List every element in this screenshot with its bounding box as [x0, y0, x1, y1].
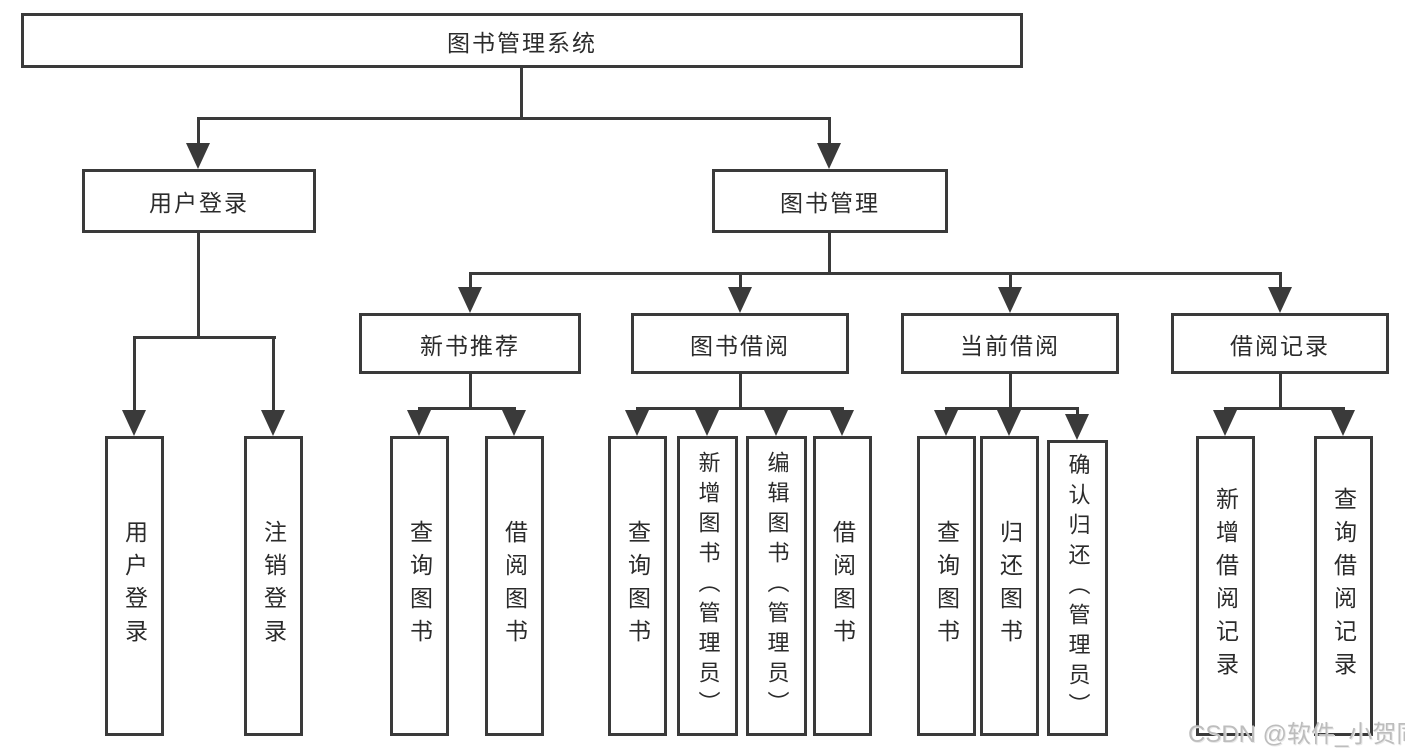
arrow-down-icon	[997, 410, 1021, 436]
leaf-query-borrow-record: 查询借阅记录	[1314, 436, 1373, 736]
leaf-query-books: 查询图书	[917, 436, 976, 736]
leaf-return-books: 归还图书	[980, 436, 1039, 736]
arrow-down-icon	[830, 410, 854, 436]
connector-line	[828, 117, 831, 147]
connector-line	[1076, 407, 1079, 414]
arrow-down-icon	[764, 410, 788, 436]
connector-line	[636, 407, 844, 410]
arrow-down-icon	[1065, 414, 1089, 440]
leaf-label: 查询图书	[933, 520, 960, 652]
arrow-down-icon	[817, 143, 841, 169]
connector-line	[133, 336, 276, 339]
connector-line	[739, 272, 742, 289]
arrow-down-icon	[458, 287, 482, 313]
leaf-label: 确认归还（管理员）	[1065, 453, 1091, 723]
connector-line	[133, 336, 136, 412]
leaf-label: 查询图书	[406, 520, 433, 652]
node-label: 用户登录	[149, 190, 249, 216]
arrow-down-icon	[407, 410, 431, 436]
leaf-logout: 注销登录	[244, 436, 303, 736]
arrow-down-icon	[934, 410, 958, 436]
leaf-user-login: 用户登录	[105, 436, 164, 736]
node-current-borrowing: 当前借阅	[901, 313, 1119, 374]
leaf-query-books: 查询图书	[608, 436, 667, 736]
leaf-confirm-return-admin: 确认归还（管理员）	[1047, 440, 1108, 736]
node-borrowing-records: 借阅记录	[1171, 313, 1389, 374]
root-node: 图书管理系统	[21, 13, 1023, 68]
connector-line	[828, 233, 831, 274]
leaf-add-borrow-record: 新增借阅记录	[1196, 436, 1255, 736]
arrow-down-icon	[186, 143, 210, 169]
arrow-down-icon	[261, 410, 285, 436]
connector-line	[197, 117, 200, 147]
arrow-down-icon	[1213, 410, 1237, 436]
leaf-borrow-books: 借阅图书	[485, 436, 544, 736]
node-new-book-recommendation: 新书推荐	[359, 313, 581, 374]
leaf-label: 编辑图书（管理员）	[764, 451, 790, 721]
connector-line	[739, 374, 742, 408]
node-label: 借阅记录	[1230, 332, 1330, 359]
node-book-borrowing: 图书借阅	[631, 313, 849, 374]
connector-line	[469, 272, 1282, 275]
leaf-label: 注销登录	[260, 520, 287, 652]
leaf-query-books: 查询图书	[390, 436, 449, 736]
leaf-add-book-admin: 新增图书（管理员）	[677, 436, 738, 736]
leaf-label: 新增图书（管理员）	[695, 451, 721, 721]
arrow-down-icon	[502, 410, 526, 436]
arrow-down-icon	[625, 410, 649, 436]
connector-line	[469, 374, 472, 408]
node-label: 图书管理	[780, 190, 880, 216]
node-user-login: 用户登录	[82, 169, 316, 233]
arrow-down-icon	[122, 410, 146, 436]
leaf-label: 归还图书	[996, 520, 1023, 652]
leaf-label: 借阅图书	[829, 520, 856, 652]
leaf-edit-book-admin: 编辑图书（管理员）	[746, 436, 807, 736]
arrow-down-icon	[1268, 287, 1292, 313]
connector-line	[272, 336, 275, 412]
node-label: 当前借阅	[960, 332, 1060, 359]
leaf-label: 用户登录	[121, 520, 148, 652]
root-node-label: 图书管理系统	[447, 29, 597, 56]
connector-line	[1279, 272, 1282, 289]
arrow-down-icon	[695, 410, 719, 436]
arrow-down-icon	[1331, 410, 1355, 436]
arrow-down-icon	[998, 287, 1022, 313]
connector-line	[197, 233, 200, 337]
connector-line	[1279, 374, 1282, 408]
leaf-label: 查询借阅记录	[1330, 487, 1357, 685]
arrow-down-icon	[728, 287, 752, 313]
connector-line	[1009, 374, 1012, 408]
leaf-label: 借阅图书	[501, 520, 528, 652]
watermark-text: CSDN @软件_小贺同学	[1188, 721, 1405, 748]
connector-line	[520, 66, 523, 117]
node-label: 图书借阅	[690, 332, 790, 359]
leaf-label: 新增借阅记录	[1212, 487, 1239, 685]
connector-line	[1009, 272, 1012, 289]
connector-line	[469, 272, 472, 289]
leaf-borrow-books: 借阅图书	[813, 436, 872, 736]
connector-line	[197, 117, 831, 120]
leaf-label: 查询图书	[624, 520, 651, 652]
connector-line	[418, 407, 516, 410]
node-book-management: 图书管理	[712, 169, 948, 233]
node-label: 新书推荐	[420, 332, 520, 359]
connector-line	[1224, 407, 1345, 410]
connector-line	[945, 407, 1079, 410]
